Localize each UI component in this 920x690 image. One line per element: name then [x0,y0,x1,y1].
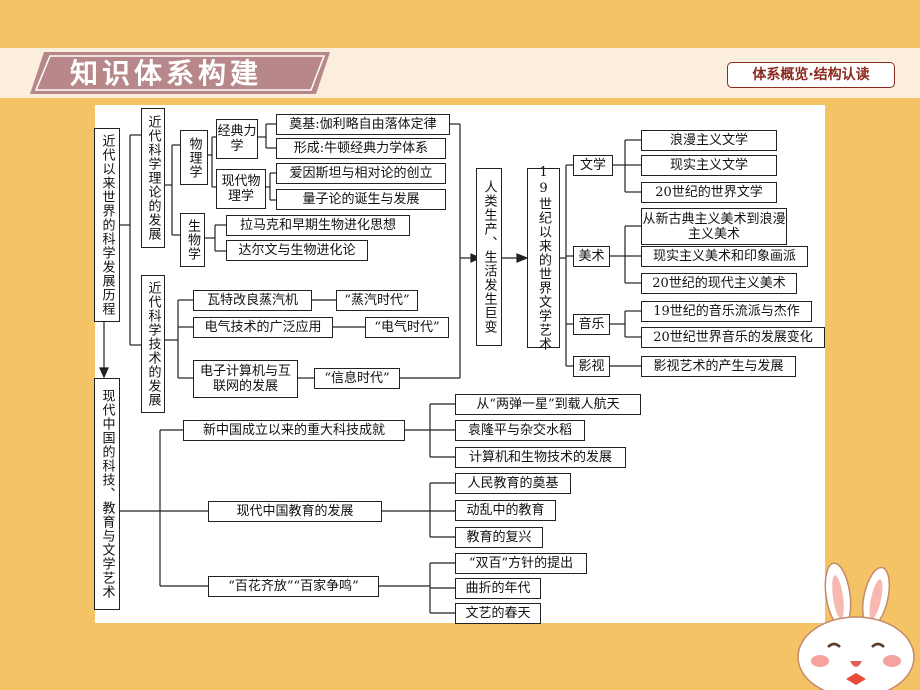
node-turmoil-education: 动乱中的教育 [455,500,556,521]
node-music-20: 20世纪世界音乐的发展变化 [641,327,825,348]
node-modern-physics: 现代物理学 [216,169,266,209]
node-physics: 物理学 [180,130,208,185]
node-china-education: 现代中国教育的发展 [208,501,382,522]
node-biology: 生物学 [180,213,205,267]
node-newton: 形成:牛顿经典力学体系 [276,138,446,159]
node-science-tech: 近代科学技术的发展 [141,275,165,413]
node-realism: 现实主义文学 [641,155,777,176]
node-yuan-longping: 袁隆平与杂交水稻 [455,420,585,441]
node-science-theory: 近代科学理论的发展 [141,108,165,248]
node-fine-arts: 美术 [573,246,610,267]
node-electric-application: 电气技术的广泛应用 [193,317,333,338]
node-modern-art-20: 20世纪的现代主义美术 [641,273,797,294]
node-classical-mechanics: 经典力学 [216,119,258,159]
node-china-tech: 新中国成立以来的重大科技成就 [183,420,405,441]
node-computer-internet: 电子计算机与互联网的发展 [193,360,298,398]
node-impressionism: 现实主义美术和印象画派 [641,246,808,267]
node-art-spring: 文艺的春天 [455,603,541,624]
node-tortuous-years: 曲折的年代 [455,578,541,599]
node-computer-bio: 计算机和生物技术的发展 [455,447,626,468]
node-education-revival: 教育的复兴 [455,527,543,548]
subtitle-badge: 体系概览·结构认读 [727,62,895,88]
node-film-rise: 影视艺术的产生与发展 [641,356,796,377]
page-title: 知识体系构建 [70,57,263,90]
node-quantum: 量子论的诞生与发展 [276,189,446,210]
node-steam-era: “蒸汽时代” [336,290,418,311]
rabbit-mascot-icon [797,562,915,690]
node-hundred-flowers: “百花齐放”“百家争鸣” [208,576,379,597]
node-literature-20: 20世纪的世界文学 [641,182,777,203]
node-music: 音乐 [573,314,610,335]
node-two-bombs: 从“两弹一星”到载人航天 [455,394,641,415]
node-life-change: 人类生产、生活发生巨变 [476,168,502,346]
node-lamarck: 拉马克和早期生物进化思想 [226,215,410,236]
node-people-education: 人民教育的奠基 [455,473,571,494]
node-galileo: 奠基:伽利略自由落体定律 [276,114,450,135]
node-romanticism: 浪漫主义文学 [641,130,777,151]
node-einstein: 爱因斯坦与相对论的创立 [276,163,446,184]
node-watt: 瓦特改良蒸汽机 [193,290,312,311]
node-neoclassical: 从新古典主义美术到浪漫主义美术 [641,208,787,245]
node-literature: 文学 [573,155,613,176]
node-info-era: “信息时代” [314,368,400,389]
node-world-art: 19世纪以来的世界文学艺术 [527,165,560,351]
node-double-hundred: “双百”方针的提出 [455,553,587,574]
node-modern-china: 现代中国的科技、教育与文学艺术 [94,378,120,610]
node-film: 影视 [573,356,610,377]
node-music-19: 19世纪的音乐流派与杰作 [641,301,812,322]
node-darwin: 达尔文与生物进化论 [226,240,368,261]
node-world-science-history: 近代以来世界的科学发展历程 [94,128,120,322]
node-electric-era: “电气时代” [365,317,449,338]
title-banner [30,52,330,94]
